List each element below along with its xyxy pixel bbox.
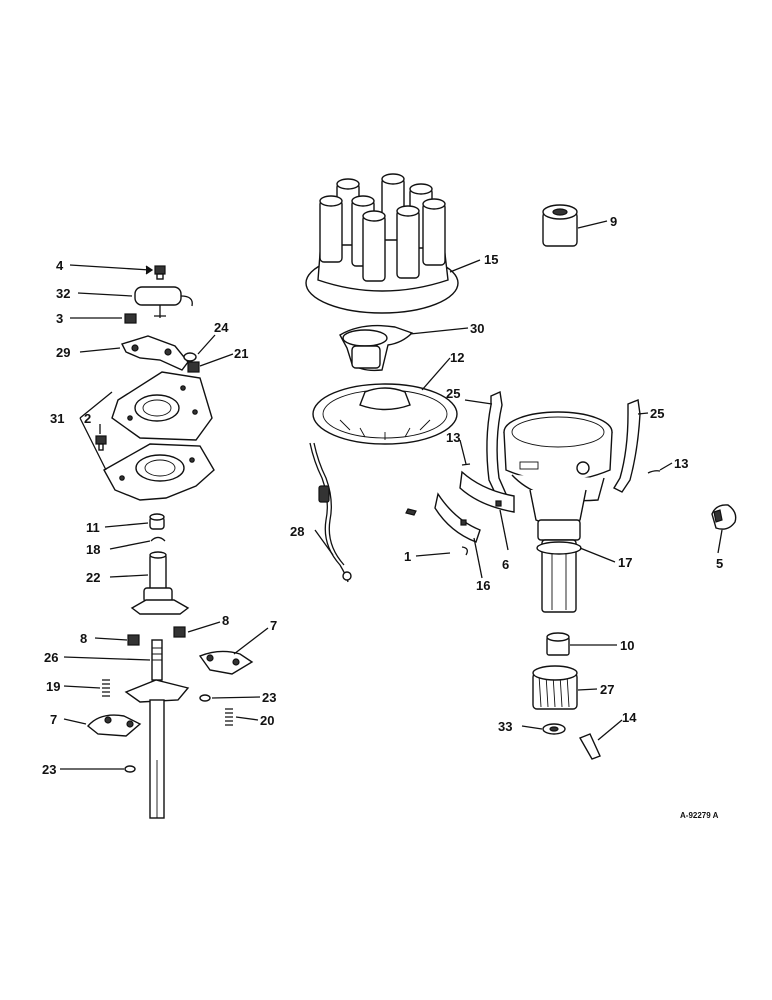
callout-6: 6 (502, 557, 509, 572)
callout-23-lower: 23 (42, 762, 56, 777)
advance-weight-right (198, 650, 254, 675)
callout-27: 27 (600, 682, 614, 697)
leader-lines (60, 220, 723, 770)
callout-8-right: 8 (222, 613, 229, 628)
distributor-shaft (124, 639, 190, 819)
callout-10: 10 (620, 638, 634, 653)
breaker-screw (124, 313, 137, 324)
callout-15: 15 (484, 252, 498, 267)
dust-shield (312, 383, 458, 445)
distributor-cap (305, 173, 459, 314)
callout-7-left: 7 (50, 712, 57, 727)
callout-19: 19 (46, 679, 60, 694)
callout-28: 28 (290, 524, 304, 539)
callout-18: 18 (86, 542, 100, 557)
weight-spring-20 (225, 708, 233, 726)
callout-24: 24 (214, 320, 229, 335)
callout-5: 5 (716, 556, 723, 571)
callout-25-left: 25 (446, 386, 460, 401)
condenser-screw (154, 265, 166, 280)
washer-23-upper (199, 694, 211, 702)
breaker-points (121, 335, 189, 371)
callout-11: 11 (86, 520, 100, 535)
advance-weight-left (86, 714, 142, 737)
washer-nut (183, 352, 200, 373)
callout-13-right: 13 (674, 456, 688, 471)
callout-21: 21 (234, 346, 248, 361)
cap-clip-left (486, 390, 507, 498)
callout-32: 32 (56, 286, 70, 301)
callout-3: 3 (56, 311, 63, 326)
callout-9: 9 (610, 214, 617, 229)
washer-23-lower (124, 765, 136, 773)
plug (711, 504, 737, 530)
callout-25-right: 25 (650, 406, 664, 421)
drive-gear (532, 665, 578, 710)
callout-26: 26 (44, 650, 58, 665)
ground-wire (309, 442, 352, 583)
distributor-housing (503, 411, 613, 613)
drawing-reference-code: A-92279 A (680, 811, 719, 820)
cap-clip-right (613, 399, 641, 493)
callout-4: 4 (56, 258, 64, 273)
callout-22: 22 (86, 570, 100, 585)
callout-16: 16 (476, 578, 490, 593)
bushing-cap (542, 204, 578, 247)
cam (130, 551, 190, 615)
callout-1: 1 (404, 549, 411, 564)
callout-20: 20 (260, 713, 274, 728)
callout-12: 12 (450, 350, 464, 365)
callout-8-left: 8 (80, 631, 87, 646)
callout-29: 29 (56, 345, 70, 360)
weight-nut-right (173, 626, 186, 638)
weight-nut-left (127, 634, 140, 646)
small-pins (405, 463, 661, 556)
callout-7-right: 7 (270, 618, 277, 633)
gear-pin (578, 733, 601, 760)
callout-33: 33 (498, 719, 512, 734)
callout-31: 31 (50, 411, 64, 426)
thrust-washer (542, 723, 566, 735)
callout-2: 2 (84, 411, 91, 426)
retainer-ring (150, 536, 166, 542)
weight-spring-19 (102, 679, 110, 697)
condenser (134, 286, 193, 318)
callout-30: 30 (470, 321, 484, 336)
rotor (339, 324, 414, 372)
callout-labels: 4 32 3 29 24 21 31 2 11 18 22 8 8 7 26 1… (42, 214, 723, 820)
callout-14: 14 (622, 710, 637, 725)
bushing (546, 632, 570, 656)
felt-wick (149, 513, 165, 530)
screw-2 (95, 435, 107, 451)
callout-13-left: 13 (446, 430, 460, 445)
breaker-plate-lower (103, 443, 215, 501)
breaker-plate-upper (111, 371, 213, 441)
vacuum-bracket (434, 470, 515, 543)
callout-17: 17 (618, 555, 632, 570)
callout-23-upper: 23 (262, 690, 276, 705)
